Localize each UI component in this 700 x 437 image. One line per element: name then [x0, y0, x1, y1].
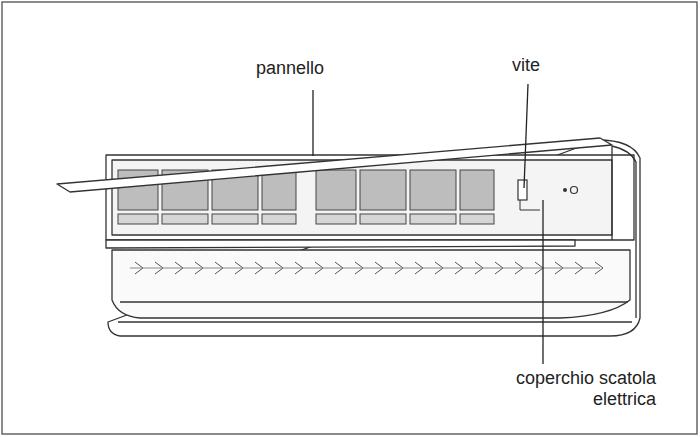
part-label: pannello — [256, 58, 324, 79]
part-label: vite — [512, 55, 540, 76]
leader-line — [313, 84, 543, 364]
part-label: coperchio scatola elettrica — [466, 368, 656, 410]
